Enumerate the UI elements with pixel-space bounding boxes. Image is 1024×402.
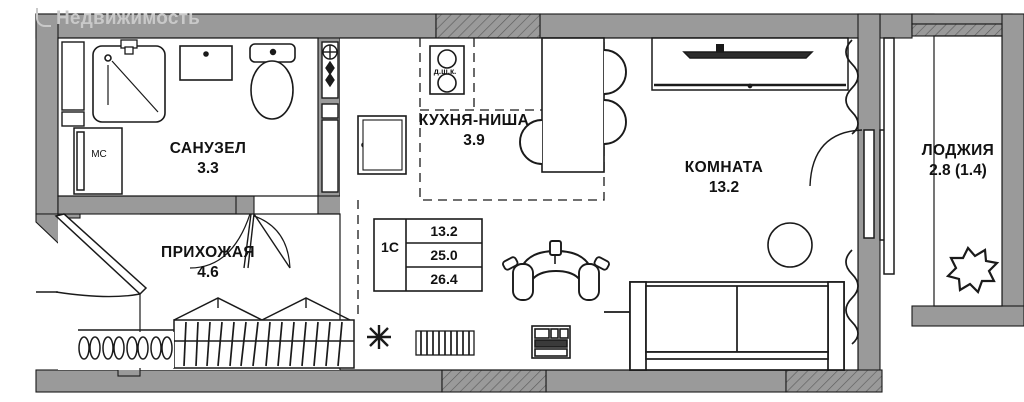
room-label-livingroom: КОМНАТА 13.2	[685, 158, 764, 198]
room-name: КОМНАТА	[684, 159, 764, 176]
room-label-bathroom: САНУЗЕЛ 3.3	[170, 139, 247, 179]
round-table-icon	[767, 222, 813, 268]
wardrobe-icon	[173, 297, 355, 369]
room-name: ЛОДЖИЯ	[921, 142, 995, 159]
bathroom-riser-icon	[321, 41, 339, 193]
watermark-text: Недвижимость	[56, 8, 200, 29]
window-opening	[435, 13, 1003, 393]
utility-cabinet-label: МС	[91, 149, 107, 160]
room-label-hallway: ПРИХОЖАЯ 4.6	[161, 243, 255, 283]
loggia-door-icon	[809, 37, 895, 275]
washbasin-icon	[179, 45, 233, 81]
media-console-icon	[531, 325, 571, 359]
kitchen-appliance-label: д.ш.к.	[433, 67, 457, 76]
armchair-icon	[502, 240, 610, 301]
bathroom-door-icon	[189, 213, 291, 269]
summary-table-box	[373, 218, 483, 292]
room-area: 3.9	[463, 131, 485, 149]
room-name: КУХНЯ-НИША	[418, 112, 530, 129]
bathtub-icon	[92, 39, 166, 123]
refrigerator-icon	[357, 115, 407, 175]
tv-wall-icon	[651, 37, 849, 91]
room-area: 4.6	[197, 263, 219, 281]
summary-area-row-3: 26.4	[430, 271, 458, 287]
room-area: 3.3	[197, 159, 219, 177]
radiator-icon	[415, 330, 475, 356]
room-label-loggia: ЛОДЖИЯ 2.8 (1.4)	[922, 141, 994, 181]
curtain-icon	[845, 39, 859, 345]
potted-plant-icon	[945, 246, 1000, 294]
bar-stool-icon	[519, 119, 543, 165]
sofa-icon	[604, 281, 845, 371]
kitchen-counter-icon	[541, 37, 605, 173]
room-area: 2.8 (1.4)	[929, 161, 987, 179]
j-logo-icon	[36, 8, 51, 27]
room-area: 13.2	[708, 178, 740, 196]
apartment-type-label: 1С	[381, 239, 399, 255]
room-name: ПРИХОЖАЯ	[161, 244, 255, 261]
towel-radiator-icon	[61, 41, 85, 127]
washing-machine-icon	[429, 45, 465, 95]
watermark: Недвижимость	[36, 8, 200, 30]
room-label-kitchen: КУХНЯ-НИША 3.9	[419, 111, 529, 151]
snowflake-icon	[367, 325, 391, 349]
utility-cabinet-icon	[73, 127, 123, 195]
room-name: САНУЗЕЛ	[169, 140, 247, 157]
toilet-icon	[249, 43, 296, 120]
bar-stool-icon	[603, 49, 627, 145]
entrance-door-icon	[36, 213, 148, 298]
summary-area-row-1: 13.2	[430, 223, 458, 239]
summary-area-row-2: 25.0	[430, 247, 458, 263]
shoe-rack-icon	[78, 329, 174, 368]
